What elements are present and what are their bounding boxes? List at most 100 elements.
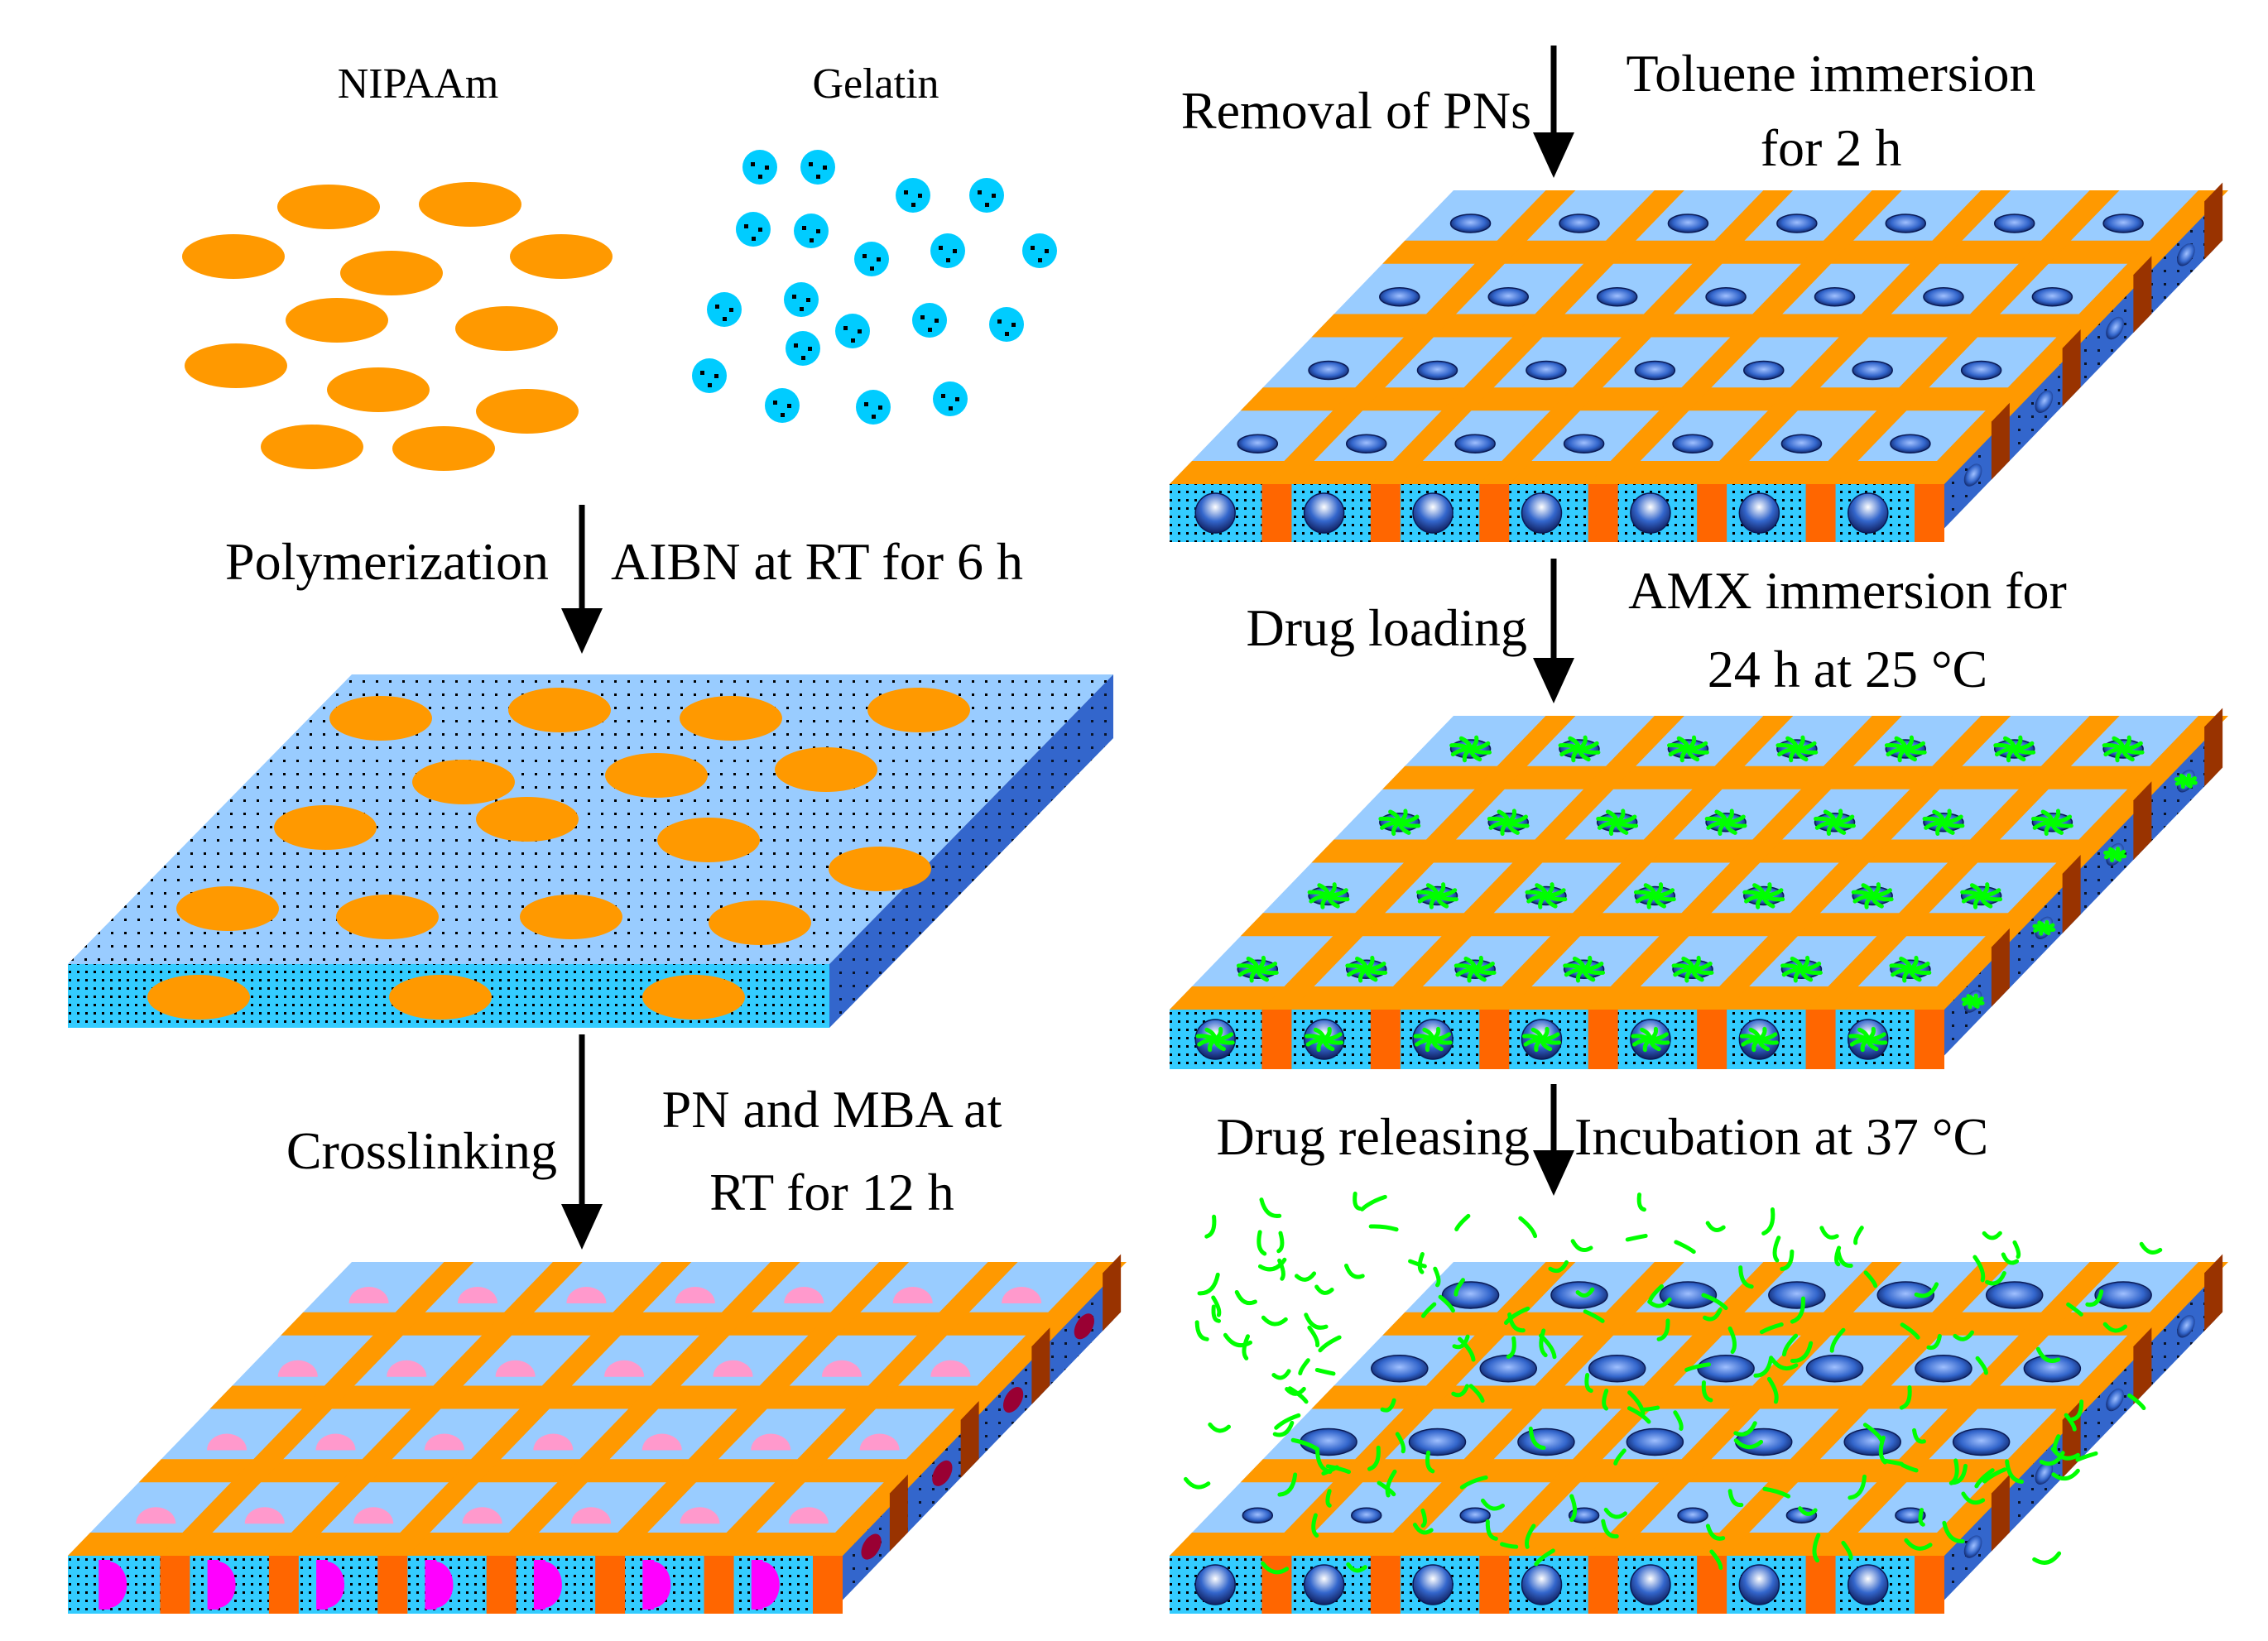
nipaam-domain bbox=[520, 895, 622, 939]
released-drug-molecule bbox=[1287, 1386, 1309, 1404]
nipaam-domain-front bbox=[642, 975, 745, 1020]
step-crosslinking: Crosslinking PN and MBA at RT for 12 h bbox=[286, 1034, 1002, 1250]
crosslink-band bbox=[377, 1262, 692, 1556]
porogen-nanoparticle bbox=[751, 1433, 791, 1451]
pore bbox=[1993, 214, 2035, 233]
nipaam-monomer bbox=[286, 298, 388, 343]
crosslink-band bbox=[1588, 1262, 1902, 1556]
released-drug-molecule bbox=[1569, 1494, 1578, 1523]
released-drug-molecule bbox=[1853, 1226, 1864, 1245]
drug-molecule bbox=[1213, 1032, 1234, 1042]
nipaam-domain bbox=[605, 753, 708, 798]
drug-molecule bbox=[1761, 888, 1784, 898]
pore bbox=[1350, 1507, 1382, 1523]
side-pillar bbox=[889, 1474, 908, 1552]
crosslink-band bbox=[1311, 1385, 2096, 1409]
released-drug-molecule bbox=[1257, 1230, 1267, 1256]
drug-molecule bbox=[1364, 961, 1386, 972]
porogen-nanoparticle bbox=[315, 1433, 356, 1451]
gelatin-particle bbox=[736, 212, 771, 247]
pn-mba-label-line1: PN and MBA at bbox=[662, 1080, 1002, 1139]
released-drug-molecule bbox=[2051, 1468, 2080, 1481]
polymerization-label: Polymerization bbox=[225, 532, 549, 591]
nipaam-monomer bbox=[182, 234, 285, 279]
front-pillar bbox=[1915, 484, 1944, 542]
incubation-label: Incubation at 37 °C bbox=[1574, 1107, 1988, 1166]
released-drug-molecule bbox=[1904, 1538, 1933, 1551]
pore bbox=[1768, 1281, 1826, 1309]
released-drug-molecule bbox=[1307, 1325, 1320, 1348]
released-drug-molecule bbox=[2102, 1322, 2128, 1333]
crosslink-band bbox=[1805, 716, 2120, 1010]
released-drug-molecule bbox=[1298, 1358, 1310, 1376]
pore bbox=[1780, 434, 1823, 453]
released-drug-molecule bbox=[1290, 1437, 1320, 1451]
released-drug-molecule bbox=[1570, 1239, 1593, 1252]
drug-molecule bbox=[1544, 888, 1566, 898]
front-pillar bbox=[1805, 484, 1836, 542]
crosslink-band bbox=[704, 1262, 1018, 1556]
crosslink-band bbox=[68, 1533, 853, 1556]
drug-molecule bbox=[1908, 961, 1930, 972]
drug-molecule bbox=[1690, 961, 1713, 972]
front-pore bbox=[1630, 1564, 1671, 1605]
crosslink-band bbox=[1382, 1312, 2167, 1336]
front-pillar bbox=[1805, 1010, 1836, 1069]
porogen-nanoparticle bbox=[821, 1360, 862, 1377]
crosslink-band bbox=[1805, 1262, 2120, 1556]
crosslink-band bbox=[138, 1459, 923, 1483]
front-pore bbox=[1848, 1564, 1889, 1605]
porogen-nanoparticle bbox=[641, 1433, 682, 1451]
released-drug-molecule bbox=[1194, 1320, 1209, 1341]
released-drug-molecule bbox=[1425, 1450, 1435, 1474]
released-drug-molecule bbox=[1277, 1472, 1298, 1497]
released-drug-molecule bbox=[1183, 1476, 1211, 1490]
front-pore bbox=[1738, 492, 1780, 534]
released-drug-molecule bbox=[2012, 1240, 2021, 1260]
porogen-nanoparticle bbox=[207, 1433, 247, 1451]
released-drug-molecule bbox=[1314, 1367, 1336, 1376]
released-drug-molecule bbox=[1761, 1207, 1775, 1236]
pore bbox=[1559, 214, 1600, 233]
released-drug-molecule bbox=[1525, 1523, 1536, 1549]
pore bbox=[1667, 214, 1709, 233]
released-drug-molecule bbox=[1647, 1297, 1672, 1308]
drug-molecule bbox=[1723, 814, 1746, 825]
released-drug-molecule bbox=[1468, 1384, 1485, 1403]
drug-molecule bbox=[1326, 888, 1348, 898]
crosslink-band bbox=[1370, 1262, 1684, 1556]
gelatin-particle bbox=[800, 150, 835, 185]
released-drug-molecule bbox=[1863, 1270, 1878, 1288]
released-drug-molecule bbox=[1277, 1258, 1285, 1281]
porogen-nanoparticle bbox=[495, 1360, 536, 1377]
released-drug-molecule bbox=[1314, 1447, 1333, 1475]
crosslink-band bbox=[1382, 240, 2167, 264]
released-drug-molecule bbox=[1703, 1308, 1723, 1322]
drug-molecule bbox=[1430, 1032, 1452, 1042]
amx-label-line2: 24 h at 25 °C bbox=[1708, 640, 1987, 698]
drug-molecule bbox=[1615, 814, 1637, 825]
released-drug-molecule bbox=[1346, 1562, 1367, 1573]
porogen-nanoparticle bbox=[604, 1360, 645, 1377]
front-pore bbox=[1412, 1564, 1454, 1605]
pore bbox=[2031, 286, 2073, 307]
pore bbox=[1408, 1427, 1467, 1456]
released-drug-molecule bbox=[1272, 1420, 1295, 1437]
crosslink-band bbox=[1697, 716, 2011, 1010]
crosslink-band bbox=[1261, 716, 1576, 1010]
porous-slab bbox=[1170, 182, 2228, 542]
front-pillar bbox=[1805, 1556, 1836, 1614]
crosslinking-label: Crosslinking bbox=[286, 1121, 557, 1180]
pore bbox=[1705, 286, 1747, 307]
released-drug-molecule bbox=[1790, 1341, 1814, 1363]
porogen-nanoparticle bbox=[566, 1286, 607, 1303]
released-drug-molecule bbox=[1485, 1519, 1498, 1541]
released-drug-molecule bbox=[1862, 1423, 1885, 1444]
side-pillar bbox=[2062, 329, 2081, 406]
released-drug-molecule bbox=[1798, 1506, 1818, 1516]
side-pore bbox=[2035, 1461, 2054, 1485]
released-drug-molecule bbox=[2005, 1459, 2025, 1484]
released-drug-molecule bbox=[1759, 1322, 1784, 1335]
crosslink-band bbox=[1311, 839, 2096, 863]
front-pillar bbox=[1479, 1010, 1510, 1069]
